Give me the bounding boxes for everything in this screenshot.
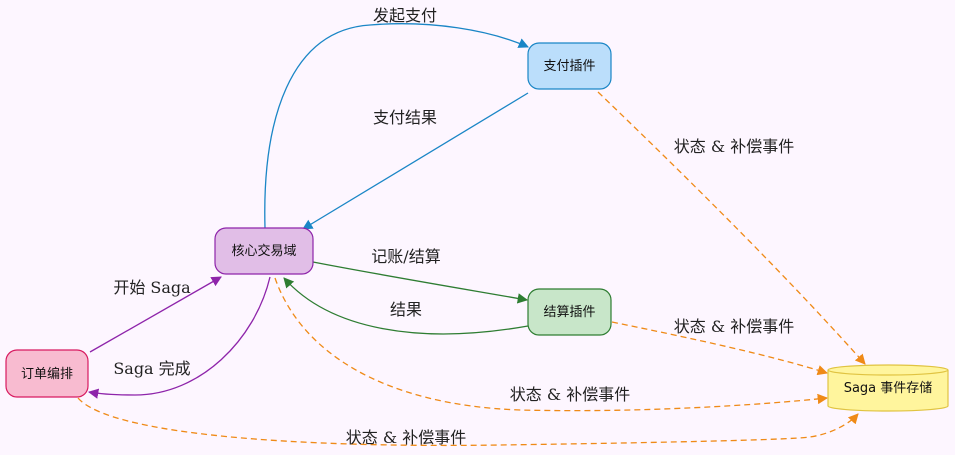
edge-accounting	[312, 261, 529, 304]
node-settlement-box	[527, 288, 612, 336]
label-event-orchestrator: 状态 & 补偿事件	[346, 428, 466, 447]
label-saga-done: Saga 完成	[113, 359, 190, 378]
label-saga-start: 开始 Saga	[113, 278, 191, 297]
node-orchestrator-label: 订单编排	[21, 367, 73, 382]
edge-saga-start	[89, 276, 222, 353]
store-cylinder-body	[827, 370, 949, 412]
node-orchestrator-box	[5, 349, 89, 398]
edge-start-payment	[264, 23, 529, 229]
edge-event-payment	[597, 91, 866, 365]
edge-payment-result	[302, 92, 529, 230]
node-store-label: Saga 事件存储	[844, 381, 933, 396]
edge-event-orchestrator	[77, 397, 859, 447]
label-accounting: 记账/结算	[371, 247, 440, 266]
label-settle-result: 结果	[390, 300, 422, 319]
node-core-box	[214, 227, 314, 275]
node-order-orchestrator: 订单编排	[5, 349, 89, 398]
node-payment-plugin: 支付插件	[527, 42, 612, 90]
edge-settle-result	[283, 277, 529, 335]
node-payment-label: 支付插件	[543, 59, 595, 74]
node-payment-box	[527, 42, 612, 90]
edge-event-core	[274, 277, 829, 412]
node-core-domain: 核心交易域	[214, 227, 314, 275]
node-settlement-plugin: 结算插件	[527, 288, 612, 336]
node-core-label: 核心交易域	[231, 243, 296, 259]
label-event-payment: 状态 & 补偿事件	[674, 137, 794, 156]
label-start-payment: 发起支付	[373, 6, 437, 25]
label-event-settlement: 状态 & 补偿事件	[674, 317, 794, 336]
edge-saga-done	[87, 276, 271, 399]
label-payment-result: 支付结果	[373, 108, 437, 127]
label-event-core: 状态 & 补偿事件	[510, 385, 630, 404]
node-saga-event-store: Saga 事件存储	[827, 364, 949, 412]
store-cylinder-top	[827, 364, 949, 376]
node-settlement-label: 结算插件	[543, 305, 595, 320]
